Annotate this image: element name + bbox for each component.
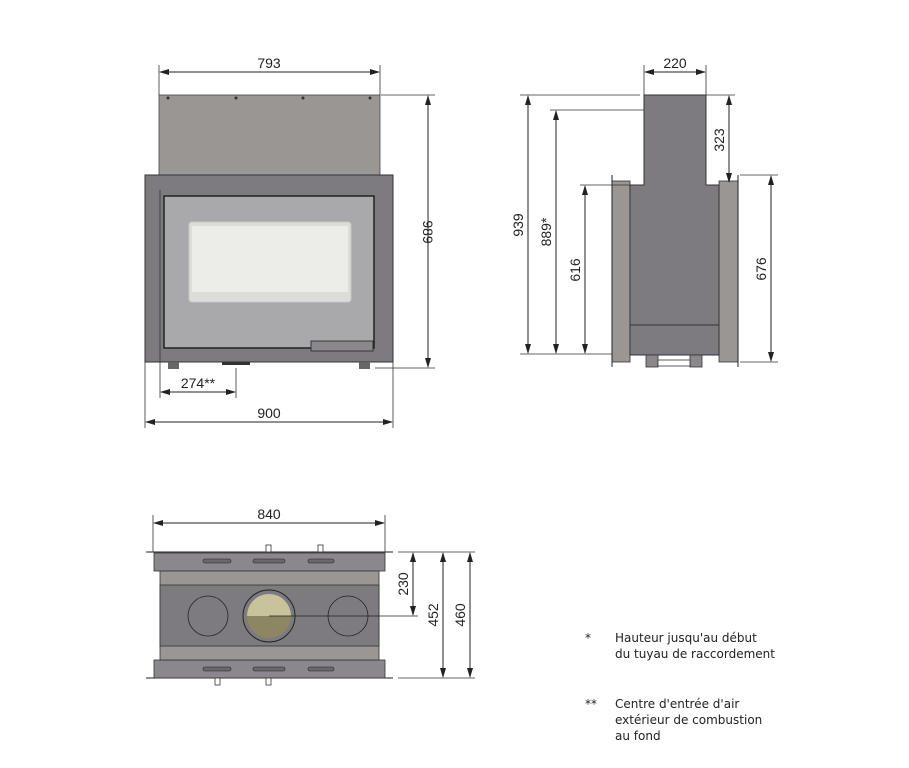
dim-323: 323 [711, 128, 727, 152]
air-inlet [247, 594, 291, 616]
dim-230: 230 [395, 572, 411, 596]
legend-mark: ** [585, 697, 597, 711]
top-plate [158, 94, 381, 176]
dim-460: 460 [452, 603, 468, 627]
dim-616: 616 [567, 258, 583, 282]
dim-939: 939 [510, 213, 526, 237]
legend-text: Hauteur jusqu'au début du tuyau de racco… [615, 631, 775, 661]
side-view: 220 939 889* 616 323 676 [510, 55, 778, 368]
legend-item-air-inlet: ** Centre d'entrée d'air extérieur de co… [585, 696, 775, 744]
dim-452: 452 [425, 603, 441, 627]
top-view: 840 230 452 460 [146, 506, 475, 686]
legend-text: Centre d'entrée d'air extérieur de combu… [615, 697, 763, 743]
legend-item-height: * Hauteur jusqu'au début du tuyau de rac… [585, 630, 775, 662]
side-body [629, 94, 720, 356]
dim-900: 900 [257, 405, 281, 421]
dim-989: 989 [420, 220, 436, 244]
dim-889: 889* [538, 217, 554, 246]
dim-274: 274** [181, 375, 216, 391]
dim-840: 840 [257, 506, 281, 522]
dim-793: 793 [257, 55, 281, 71]
legend-mark: * [585, 631, 591, 645]
dim-676: 676 [753, 257, 769, 281]
front-view: 793 989 274** 900 [144, 55, 436, 428]
dim-220: 220 [663, 55, 687, 71]
